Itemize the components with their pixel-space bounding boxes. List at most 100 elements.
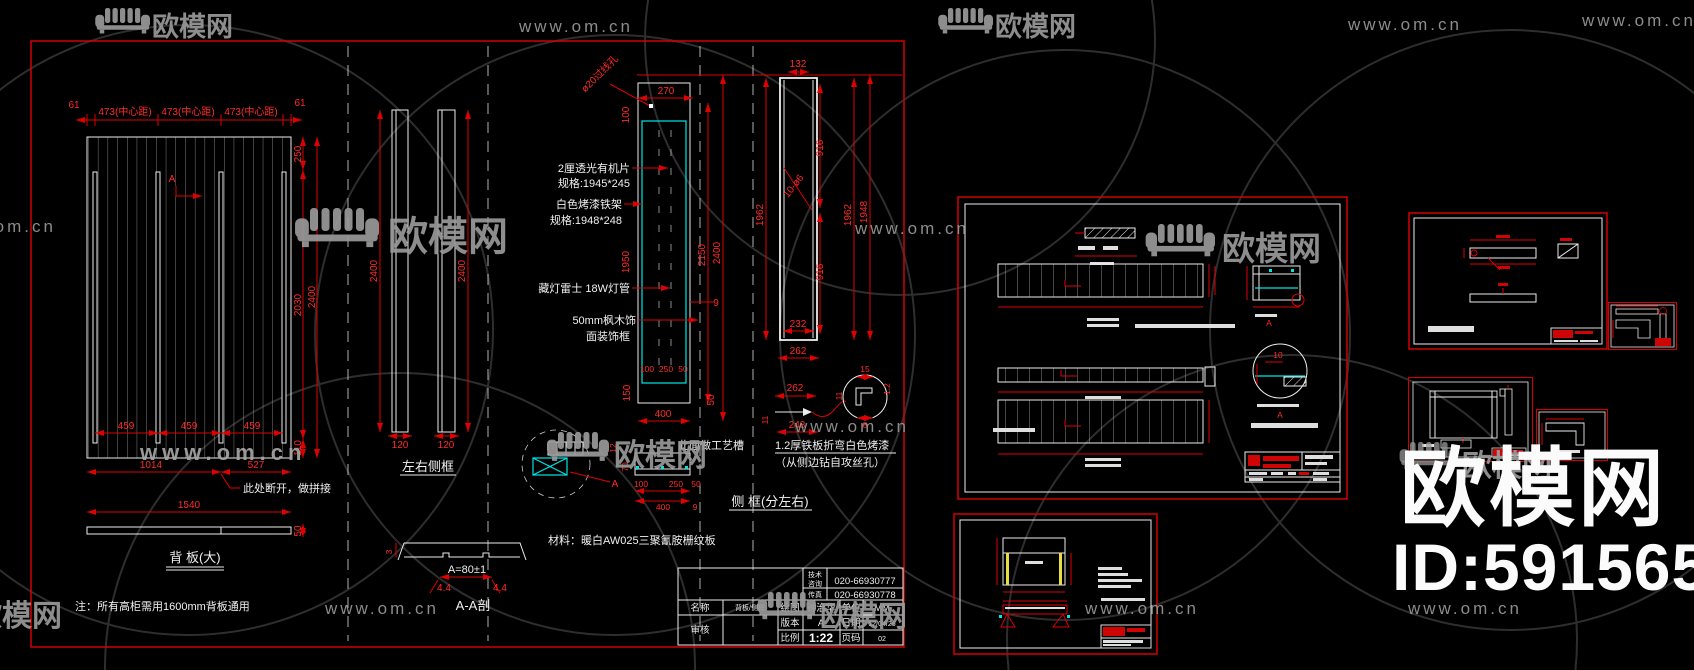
tb-name-label: 名称	[690, 602, 710, 614]
dim-916b: 916	[815, 263, 826, 280]
tb-scale-value: 1:22	[809, 631, 833, 645]
tb-page-value: 02	[878, 636, 886, 643]
striped-panel-2	[997, 366, 1216, 399]
dim-916a: 916	[815, 139, 826, 156]
sec-dim-3: 3	[384, 549, 394, 554]
screen-drawing	[1429, 390, 1498, 443]
tb-fax: 020-66930778	[834, 590, 895, 601]
dim-2400-lp: 2400	[712, 241, 723, 264]
dim-120-2: 120	[438, 440, 455, 451]
sheet5-title-block	[1491, 447, 1527, 458]
bd-250: 250	[669, 479, 683, 489]
dim-100-top: 100	[621, 106, 632, 123]
dim-11: 11	[760, 415, 770, 424]
sheet-border	[30, 40, 905, 648]
tb-tech2: 咨询	[808, 579, 822, 588]
sheet-mini-profile	[1608, 302, 1677, 350]
break-note: 此处断开，做拼接	[243, 481, 331, 495]
dim-150: 150	[622, 384, 633, 401]
dim-473-1: 473(中心距)	[98, 105, 151, 118]
watermark-url-text: www.om.cn	[1581, 11, 1694, 30]
l-profile-shape	[1545, 422, 1585, 446]
watermark-url-text: www.om.cn	[1407, 599, 1522, 618]
dim-232: 232	[790, 319, 807, 330]
dim-473-2: 473(中心距)	[161, 105, 214, 118]
sec-dim-a: A=80±1	[448, 564, 486, 576]
watermark-url-text: www.om.cn	[324, 599, 439, 618]
tb-fax-label: 传真	[808, 590, 822, 599]
dim-1014: 1014	[140, 460, 163, 471]
watermark-url-text: www.om.cn	[1347, 15, 1462, 34]
tb-date-label: 日期	[841, 618, 860, 629]
base-detail-drawing: 12 70 A 此面做工艺槽 100 250 50 400 9	[521, 429, 744, 512]
back-panel-note: 注：所有高柜需用1600mm背板通用	[75, 599, 250, 613]
bd-100: 100	[634, 479, 648, 489]
panel-slots	[92, 171, 287, 444]
dim-b50: 50	[678, 364, 688, 374]
watermark-brand-text: 欧模网	[820, 600, 907, 633]
dim-11b: 11	[834, 391, 844, 400]
ann-acrylic-spec: 规格:1945*245	[558, 176, 630, 190]
back-panel-title: 背 板(大)	[169, 550, 220, 565]
striped-panel-3	[997, 399, 1210, 467]
watermark-brand-text: 欧模网	[995, 12, 1076, 42]
ann-maple2: 面装饰框	[586, 329, 630, 343]
tb-ver-value: A	[818, 618, 825, 629]
sheet2-title-block	[1244, 451, 1341, 483]
note-bar	[1428, 326, 1474, 332]
sheet-small-bars	[1408, 212, 1608, 350]
tb-date-value: 12/04/26	[868, 621, 895, 628]
sec-44a: 4.4	[437, 583, 451, 594]
circle-detail-10: 10	[1273, 350, 1283, 360]
tb-unit-value: MM	[874, 603, 890, 614]
dim-70: 70	[620, 462, 630, 472]
dim-110: 110	[293, 440, 304, 456]
dim-1-2: 1.2	[882, 383, 892, 395]
striped-panel-1	[997, 263, 1235, 328]
title-block: 技术 咨询 020-66930777 传真 020-66930778 名称 背板…	[677, 567, 904, 646]
dim-12: 12	[608, 443, 618, 453]
tb-phone: 020-66930777	[834, 576, 895, 587]
dim-2400-right: 2400	[457, 259, 468, 282]
section-marker-a: A	[169, 174, 176, 185]
watermark-url-text: www.om.cn	[794, 417, 909, 436]
tb-unit-label: 单位	[841, 602, 861, 614]
sheet-main-backpanel: A 61 473(中心距) 473(中心距) 473(中心距) 61 250 2…	[30, 40, 905, 648]
model-id-badge: ID:591565	[1392, 530, 1694, 604]
dim-b100: 100	[640, 364, 654, 374]
tb-scale-label: 比例	[780, 632, 799, 644]
sheet7-title-block	[1100, 624, 1152, 649]
bd-50: 50	[691, 479, 701, 489]
side-frames-title: 左右侧框	[402, 459, 454, 474]
dim-527: 527	[248, 460, 265, 471]
watermark-brand-text: 欧模网	[388, 215, 508, 259]
ann-maple: 50mm枫木饰	[572, 313, 636, 327]
sofa-watermark-icon	[938, 8, 993, 34]
profile-note-1: 1.2厚铁板折弯白色烤漆	[775, 438, 889, 452]
profile-note-2: （从侧边钻自攻丝孔）	[775, 455, 885, 469]
dim-120-1: 120	[392, 440, 409, 451]
dim-50-r: 50	[706, 394, 717, 406]
ann-frame-spec: 规格:1948*248	[550, 213, 622, 227]
dim-2030: 2030	[293, 293, 304, 316]
sheet-cabinet-bench	[953, 513, 1158, 655]
zone-separators	[347, 46, 754, 641]
watermark-brand-text: 欧模网	[1462, 450, 1552, 483]
dim-2400: 2400	[307, 285, 318, 308]
watermark-url-text: www.om.cn	[0, 217, 56, 236]
dim-1540: 1540	[178, 500, 201, 511]
ann-frame: 白色烤漆铁架	[556, 197, 622, 211]
dim-1962a: 1962	[755, 203, 766, 226]
light-panel-drawing: ø20过线孔 270 100 1950 2150 2400 9 150 50 1…	[538, 52, 726, 424]
tb-page-label: 页码	[841, 633, 860, 644]
top-dim-ticks	[86, 114, 292, 126]
side-profile-title: 侧 框(分左右)	[731, 494, 808, 509]
tb-name-value: 背板/侧框	[735, 603, 765, 612]
watermark-brand-text: 欧模网	[152, 12, 233, 42]
detail-a-label: A	[612, 479, 619, 490]
sheet-screen-detail	[1408, 377, 1533, 462]
watermark-brand-text: 欧模网	[0, 600, 62, 633]
sec-44b: 4.4	[493, 583, 507, 594]
dim-2400-left: 2400	[369, 259, 380, 282]
thin-backboard	[86, 526, 292, 535]
